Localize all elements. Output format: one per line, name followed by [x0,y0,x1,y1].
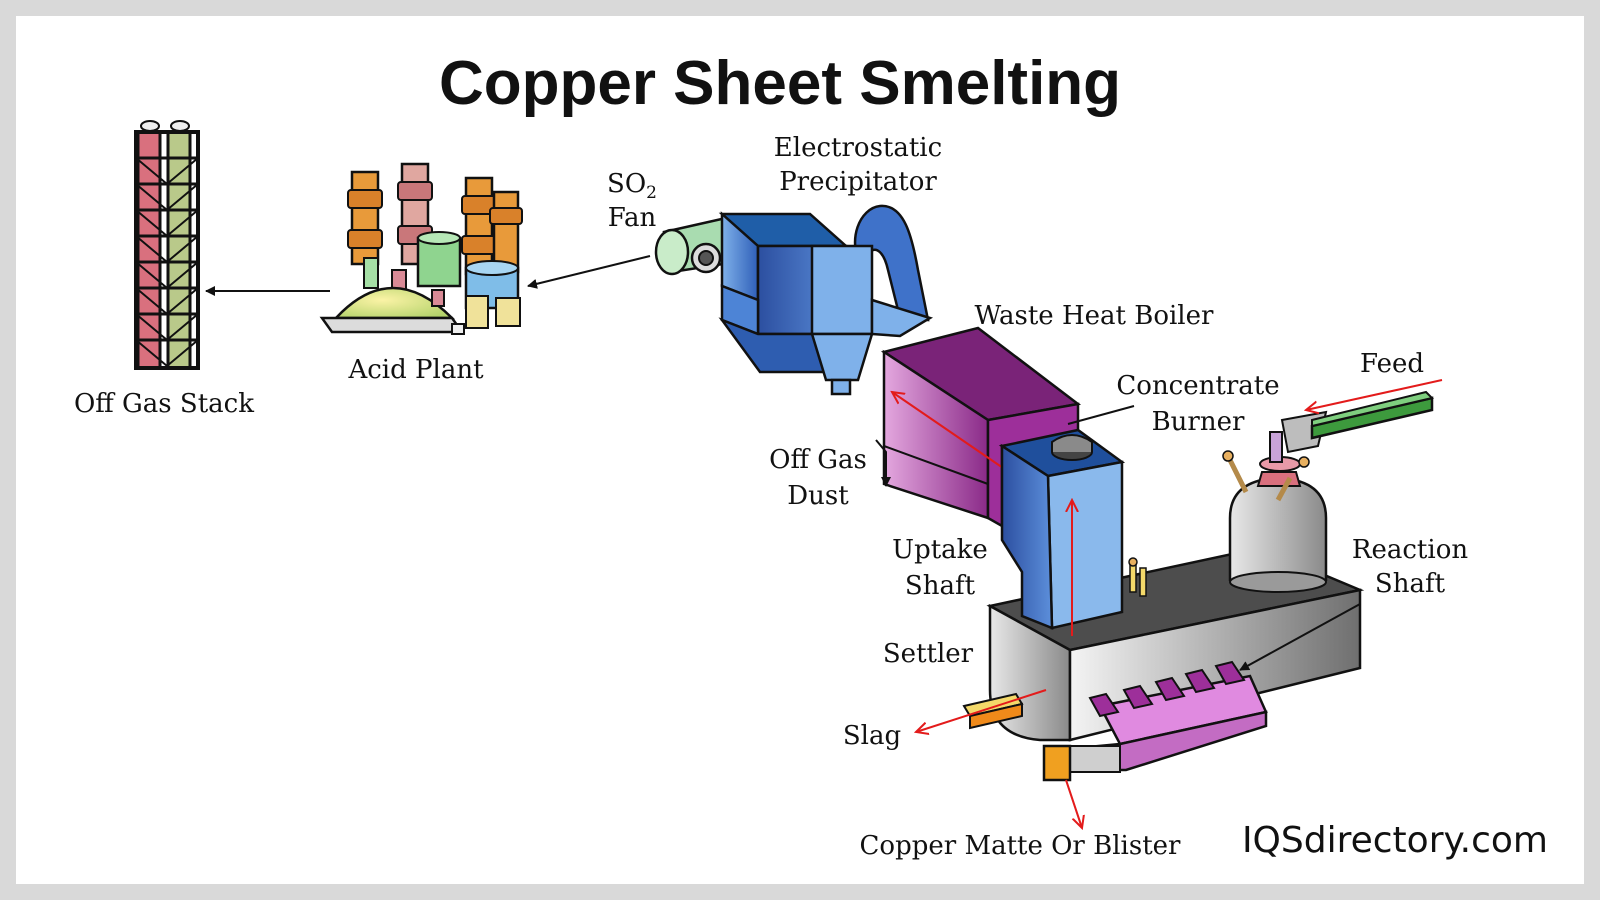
matte-launders [1042,660,1268,782]
concentrate-burner-label-line1: Concentrate [1116,371,1279,401]
acid-plant-label: Acid Plant [347,355,484,385]
electrostatic-precipitator [718,204,934,396]
copper-matte-label: Copper Matte Or Blister [860,831,1182,861]
reaction-shaft [1222,410,1328,593]
off-gas-dust-label-line2: Dust [787,481,849,511]
feed-conveyor [1310,390,1434,440]
so2-fan-label-line2: Fan [608,203,657,233]
acid-plant [319,162,523,335]
page-title: Copper Sheet Smelting [439,49,1121,118]
concentrate-burner-pointer [1067,405,1135,425]
uptake-shaft-label-line2: Shaft [905,571,976,601]
brand-watermark: IQSdirectory.com [1242,820,1548,861]
off-gas-dust-arrow [875,439,891,487]
uptake-shaft-label-line1: Uptake [892,535,988,565]
so2-fan-label-line1: SO2 [607,169,657,203]
slag-taphole [962,692,1024,730]
waste-heat-boiler-label: Waste Heat Boiler [975,301,1214,331]
esp-label-line2: Precipitator [779,167,937,197]
reaction-shaft-pointer [1239,603,1361,671]
slag-label: Slag [843,721,901,751]
feed-flow-arrow [1306,379,1443,410]
reaction-shaft-label-line2: Shaft [1375,569,1446,599]
off-gas-stack-label: Off Gas Stack [74,389,254,419]
esp-label-line1: Electrostatic [774,133,942,163]
off-gas-dust-label-line1: Off Gas [769,445,867,475]
diagram-frame: Copper Sheet Smelting Off Gas Stack [16,16,1584,884]
matte-flow-arrow [1065,779,1082,828]
gas-flow-arrow-boiler [892,392,1007,471]
so2-fan [654,216,738,276]
concentrate-burner-label-line2: Burner [1152,407,1245,437]
off-gas-stack [134,120,200,370]
settler-label: Settler [883,639,974,669]
smelting-diagram: Copper Sheet Smelting Off Gas Stack [74,49,1548,861]
reaction-shaft-label-line1: Reaction [1352,535,1468,565]
arrow-to-acid-plant [527,255,651,289]
feed-label: Feed [1360,349,1424,379]
slag-flow-arrow [916,689,1047,732]
waste-heat-boiler [880,326,1082,529]
